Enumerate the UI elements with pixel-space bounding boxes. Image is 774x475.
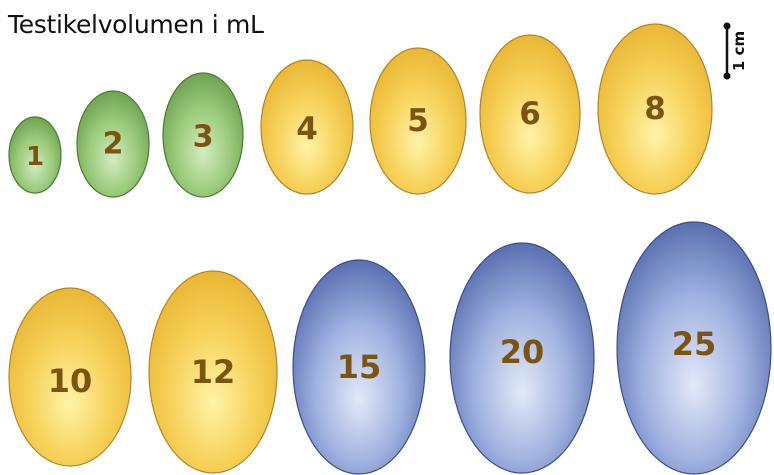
oval-green <box>162 72 244 198</box>
testicle-25-ml: 25 <box>616 221 772 475</box>
oval-blue <box>292 259 426 475</box>
oval-blue <box>449 242 595 474</box>
scale-bar: 1 cm <box>723 22 748 80</box>
oval-blue <box>616 221 772 475</box>
testicle-3-ml: 3 <box>162 72 244 198</box>
oval-yellow <box>8 287 132 467</box>
volume-label: 6 <box>519 96 541 132</box>
volume-label: 25 <box>672 325 717 363</box>
volume-label: 5 <box>407 103 429 139</box>
oval-yellow <box>369 47 467 195</box>
testicle-12-ml: 12 <box>148 270 278 474</box>
oval-yellow <box>479 34 581 194</box>
testicle-20-ml: 20 <box>449 242 595 474</box>
volume-label: 1 <box>26 142 44 172</box>
volume-label: 8 <box>644 91 666 127</box>
testicle-5-ml: 5 <box>369 47 467 195</box>
testicle-6-ml: 6 <box>479 34 581 194</box>
scale-bar-bottom-dot <box>723 72 731 80</box>
testicle-10-ml: 10 <box>8 287 132 467</box>
oval-green <box>8 116 62 194</box>
oval-yellow <box>260 59 354 195</box>
scale-bar-top-dot <box>723 22 731 30</box>
volume-label: 15 <box>337 348 382 386</box>
volume-label: 3 <box>193 120 214 155</box>
volume-label: 12 <box>191 353 236 391</box>
page-title: Testikelvolumen i mL <box>8 10 264 39</box>
volume-label: 2 <box>103 127 124 162</box>
volume-label: 20 <box>500 333 545 371</box>
volume-label: 10 <box>48 362 93 400</box>
testicle-2-ml: 2 <box>76 90 150 198</box>
oval-yellow <box>148 270 278 474</box>
scale-bar-label: 1 cm <box>730 31 748 71</box>
testicle-8-ml: 8 <box>597 23 713 195</box>
volume-label: 4 <box>296 111 318 147</box>
testicle-4-ml: 4 <box>260 59 354 195</box>
testicle-15-ml: 15 <box>292 259 426 475</box>
testicle-1-ml: 1 <box>8 116 62 194</box>
oval-yellow <box>597 23 713 195</box>
oval-green <box>76 90 150 198</box>
